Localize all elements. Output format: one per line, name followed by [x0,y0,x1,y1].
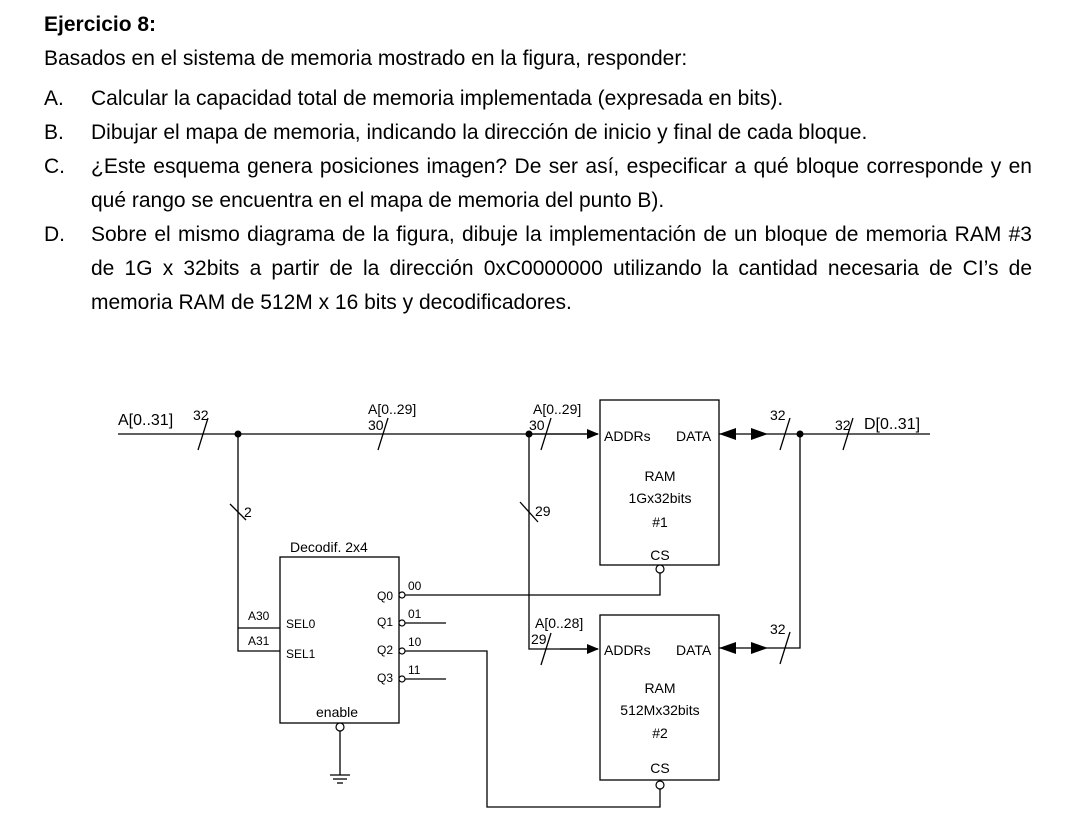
question-text: Dibujar el mapa de memoria, indicando la… [91,121,868,144]
question-letter: B. [44,121,64,144]
cs2-wire [405,650,661,808]
q1-code: 01 [408,607,422,621]
question-text: ¿Este esquema genera posiciones imagen? … [91,155,1032,212]
bus-slash [197,417,209,451]
q3-label: Q3 [377,671,393,685]
ram2-branch-width: 29 [535,503,551,519]
ram2-cs: CS [650,760,669,776]
question-letter: D. [44,223,65,246]
data-width-1: 32 [770,407,786,423]
question-text: Sobre el mismo diagrama de la figura, di… [91,223,1032,314]
bus-slash [377,417,389,451]
ram2-data-pin: DATA [676,642,712,658]
ram1-id: #1 [652,514,668,530]
bus-in-width: 32 [193,407,209,423]
enable-bubble [335,722,345,732]
a30-line [237,434,280,629]
question-d: D. Sobre el mismo diagrama de la figura,… [44,218,1032,320]
decoder-box [279,556,400,724]
q3-code: 11 [408,663,421,677]
ram2-data-wire [719,434,801,649]
question-text: Calcular la capacidad total de memoria i… [91,87,784,110]
ram2-data-arrow-left [719,642,736,654]
ram2-name: RAM [644,680,675,696]
ram1-addr-label: A[0..29] [533,401,581,417]
question-a: A. Calcular la capacidad total de memori… [44,82,1032,116]
data-out-slash [842,417,854,451]
data-out-label: D[0..31] [864,416,920,433]
q1-bubble [398,619,406,627]
question-list: A. Calcular la capacidad total de memori… [44,82,1032,320]
bus-top-width: 30 [368,417,384,433]
q0-bubble [398,591,406,599]
ram2-data-slash [779,631,791,665]
a30-label: A30 [248,609,270,623]
data-width-2: 32 [835,417,851,433]
question-c: C. ¿Este esquema genera posiciones image… [44,150,1032,218]
question-b: B. Dibujar el mapa de memoria, indicando… [44,116,1032,150]
ram2-addr-slash [540,632,552,666]
ram2-addr-pin: ADDRs [604,642,651,658]
question-letter: C. [44,155,65,178]
ram1-cs: CS [650,547,669,563]
exercise-intro: Basados en el sistema de memoria mostrad… [44,47,688,70]
data-bus-arrow-left [719,428,736,440]
ram1-cs-bubble [655,564,665,574]
sel-slash [229,503,247,521]
ram2-addr-width: 29 [531,631,547,647]
ram1-addr-width: 30 [529,417,545,433]
data-width-3: 32 [770,621,786,637]
ram2-block [599,614,720,781]
sel1-label: SEL1 [286,647,316,661]
ram1-name: RAM [644,468,675,484]
bus-in-label: A[0..31] [118,412,173,429]
a31-line [237,628,280,652]
ram2-cs-bubble [655,780,665,790]
cs1-wire [405,573,661,596]
sel-width: 2 [244,504,252,520]
q2-code: 10 [408,635,422,649]
q2-label: Q2 [377,643,393,657]
decoder-title: Decodif. 2x4 [290,539,368,555]
ram2-addr-label: A[0..28] [535,615,583,631]
ram2-id: #2 [652,725,668,741]
ram2-branch-slash [519,501,539,523]
q1-label: Q1 [377,615,393,629]
a31-label: A31 [248,634,270,648]
question-letter: A. [44,87,64,110]
enable-label: enable [316,704,358,720]
ram1-addr-pin: ADDRs [604,428,651,444]
exercise-title: Ejercicio 8: [44,13,157,36]
bus-top-label: A[0..29] [368,401,416,417]
ram1-data-pin: DATA [676,428,712,444]
ram2-data-arrow-right [751,642,768,654]
ram2-size: 512Mx32bits [620,702,699,718]
q0-label: Q0 [377,589,393,603]
ram1-block [599,399,720,566]
data-bus-arrow-right [751,428,768,440]
q2-bubble [398,647,406,655]
sel0-label: SEL0 [286,617,316,631]
q0-code: 00 [408,579,422,593]
data-bus-slash [779,417,791,451]
q3-bubble [398,675,406,683]
bus-slash [540,417,552,451]
ram1-size: 1Gx32bits [628,490,691,506]
